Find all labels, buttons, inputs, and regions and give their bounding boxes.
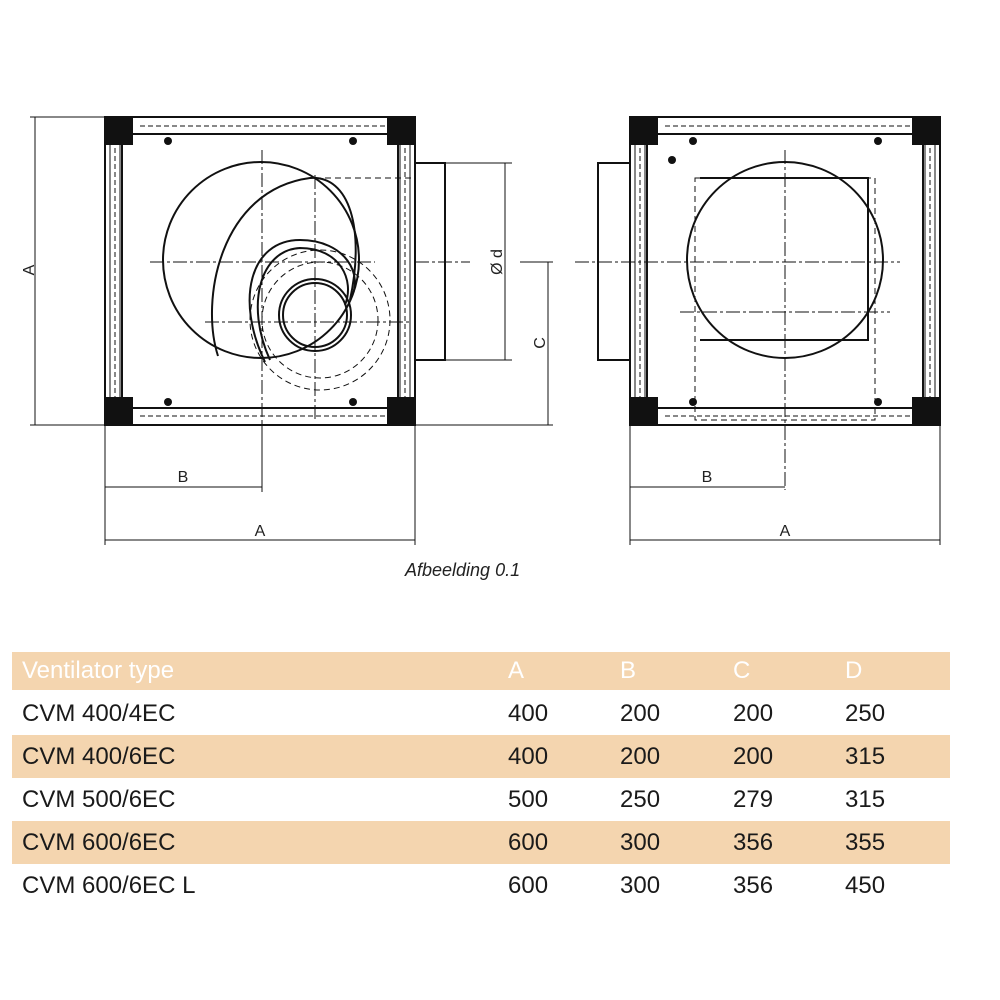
cell-type: CVM 400/6EC <box>22 742 176 770</box>
cell-a: 600 <box>508 828 549 856</box>
cell-b: 250 <box>620 785 661 813</box>
side-view <box>575 116 941 490</box>
front-view <box>104 116 470 426</box>
cell-d: 315 <box>845 742 886 770</box>
cell-type: CVM 500/6EC <box>22 785 176 813</box>
cell-type: CVM 600/6EC L <box>22 871 196 899</box>
cell-type: CVM 600/6EC <box>22 828 176 856</box>
header-c: C <box>733 657 751 684</box>
cell-c: 200 <box>733 742 774 770</box>
cell-b: 300 <box>620 828 661 856</box>
cell-c: 200 <box>733 699 774 727</box>
header-b: B <box>620 657 637 684</box>
cell-a: 400 <box>508 742 549 770</box>
cell-a: 400 <box>508 699 549 727</box>
cell-d: 355 <box>845 828 886 856</box>
cell-b: 200 <box>620 742 661 770</box>
cell-b: 200 <box>620 699 661 727</box>
dimensions-table: Ventilator type A B C D CVM 400/4EC 400 20… <box>12 652 950 907</box>
cell-d: 250 <box>845 699 886 727</box>
label-a-side: A <box>780 523 791 540</box>
corner-blocks <box>105 117 415 425</box>
technical-drawing: A Ø d C B A B A <box>21 116 941 545</box>
cell-a: 500 <box>508 785 549 813</box>
header-a: A <box>508 657 525 684</box>
cell-c: 279 <box>733 785 774 813</box>
label-d: Ø d <box>489 249 506 275</box>
header-type: Ventilator type <box>22 657 175 684</box>
label-c: C <box>532 337 549 349</box>
dimension-lines <box>30 116 941 545</box>
header-d: D <box>845 657 863 684</box>
label-a-vertical: A <box>21 264 38 275</box>
table-row: CVM 500/6EC 500 250 279 315 <box>12 778 950 821</box>
label-a-front: A <box>255 523 266 540</box>
cell-a: 600 <box>508 871 549 899</box>
figure-caption: Afbeelding 0.1 <box>405 560 521 580</box>
label-b-front: B <box>178 469 189 486</box>
cell-b: 300 <box>620 871 661 899</box>
table-header: Ventilator type A B C D <box>12 652 950 690</box>
table-row: CVM 600/6EC L 600 300 356 450 <box>12 864 950 907</box>
table-row: CVM 600/6EC 600 300 356 355 <box>12 821 950 864</box>
cell-d: 450 <box>845 871 886 899</box>
label-b-side: B <box>702 469 713 486</box>
cell-c: 356 <box>733 871 774 899</box>
table-row: CVM 400/6EC 400 200 200 315 <box>12 735 950 778</box>
cell-c: 356 <box>733 828 774 856</box>
cell-d: 315 <box>845 785 886 813</box>
cell-type: CVM 400/4EC <box>22 699 176 727</box>
table-row: CVM 400/4EC 400 200 200 250 <box>12 692 950 735</box>
